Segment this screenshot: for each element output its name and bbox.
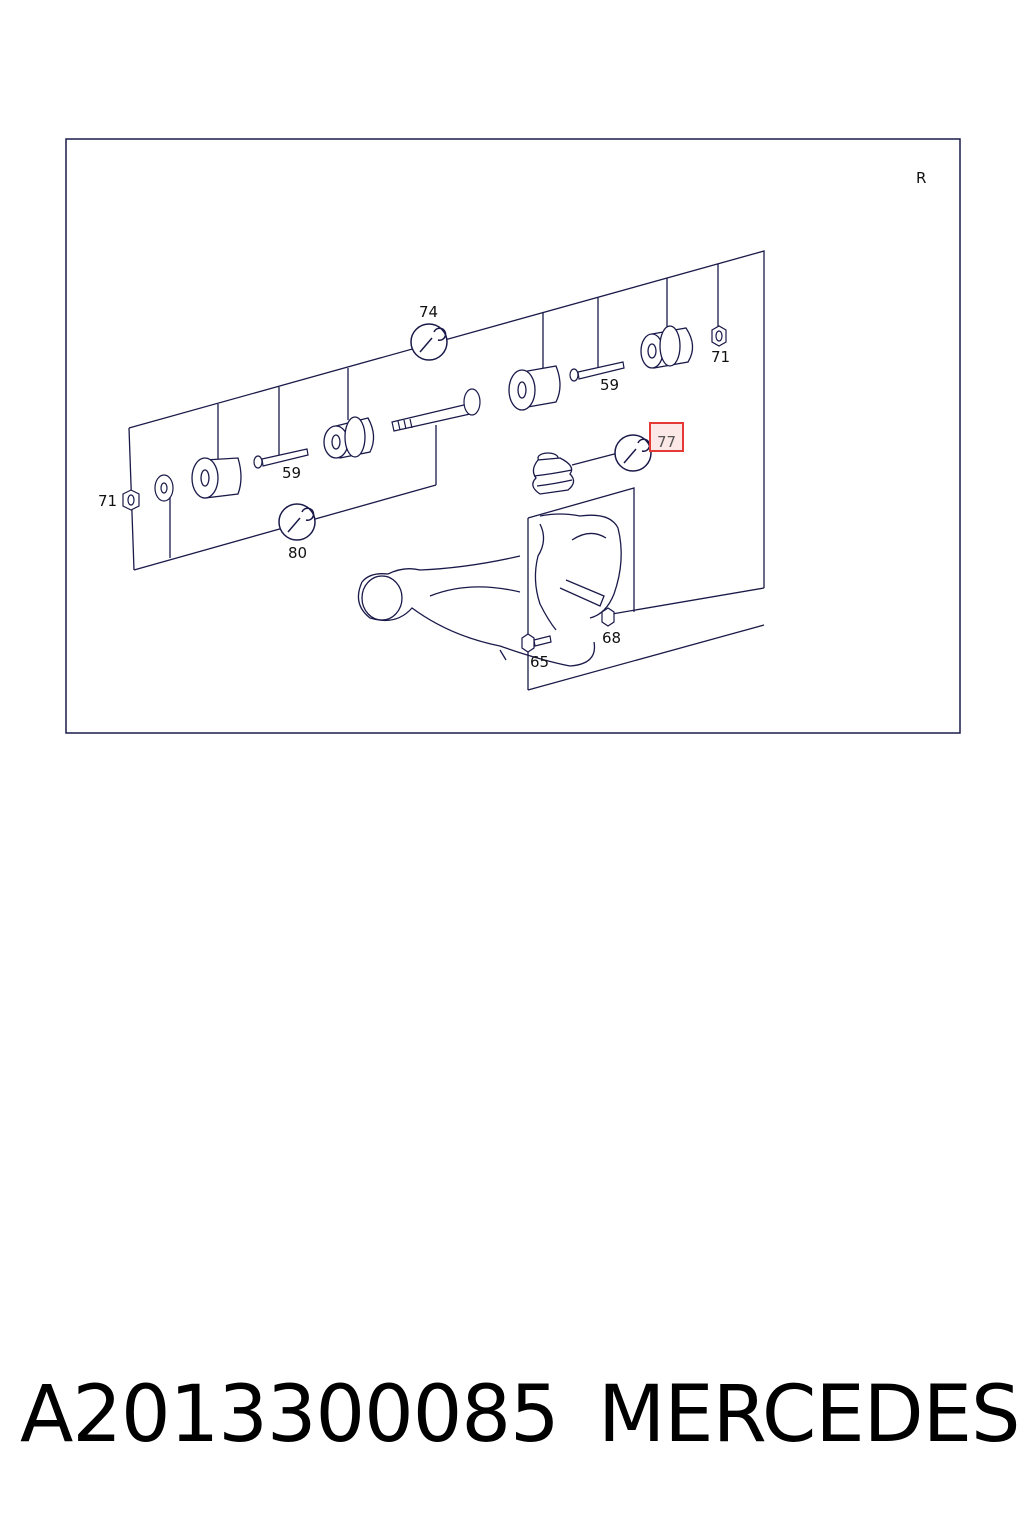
diagram-frame	[65, 138, 961, 734]
ball-joint-boot	[532, 452, 575, 495]
parts-diagram: R	[65, 138, 961, 734]
callout-80: 80	[288, 544, 307, 562]
bushing-center-right	[508, 365, 561, 411]
callout-59-left: 59	[282, 464, 301, 482]
exploded-panel-lines	[128, 250, 765, 691]
callout-71-left: 71	[98, 492, 117, 510]
callout-65: 65	[530, 653, 549, 671]
callout-77: 77	[657, 433, 676, 451]
bushing-center-left	[323, 416, 375, 459]
bolt-59-left	[253, 448, 309, 469]
caption: A2013300085 MERCEDES	[0, 1370, 1024, 1470]
bushing-right	[640, 325, 694, 369]
bushing-left	[191, 457, 242, 499]
wrench-icon-74	[410, 323, 448, 361]
highlight-box-77	[649, 422, 684, 452]
corner-mark: R	[916, 169, 926, 187]
bolt-59-right	[569, 361, 625, 382]
nut-71-right	[711, 325, 727, 347]
callout-68: 68	[602, 629, 621, 647]
wrench-icon-80	[278, 503, 316, 541]
wrench-icon-77	[614, 434, 652, 472]
nut-71-left	[122, 489, 140, 511]
brand-name: MERCEDES	[598, 1370, 1020, 1460]
bolt-68	[601, 607, 615, 627]
callout-74: 74	[419, 303, 438, 321]
bolt-65	[521, 633, 552, 653]
washer	[154, 474, 174, 502]
control-arm	[357, 513, 622, 667]
callout-59-right: 59	[600, 376, 619, 394]
part-number: A2013300085	[20, 1370, 560, 1460]
callout-71-right: 71	[711, 348, 730, 366]
long-bolt	[391, 388, 481, 432]
